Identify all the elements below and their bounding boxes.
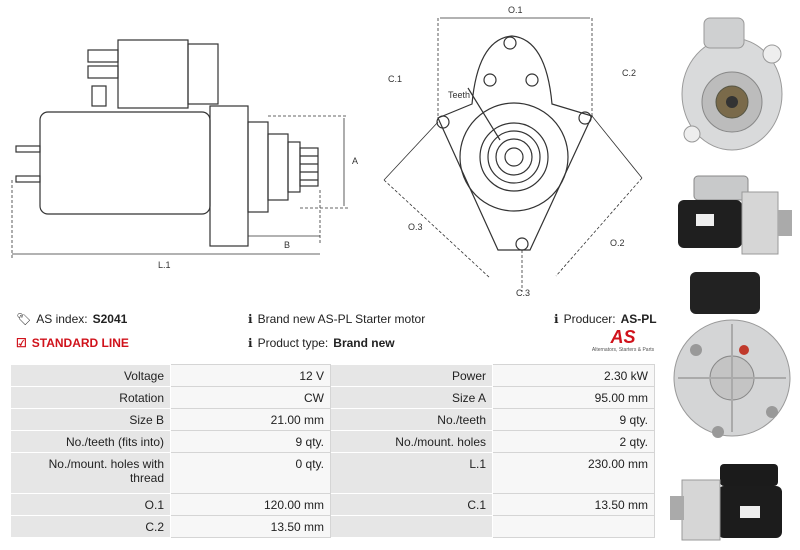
spec-value: 13.50 mm [170,515,331,538]
product-photo-front [668,4,796,168]
info-icon: ℹ︎ [248,336,253,350]
table-row: O.1 120.00 mm C.1 13.50 mm [10,493,655,516]
dim-c1-label: C.1 [388,74,402,84]
product-photo-side-2 [668,462,796,544]
as-pl-logo: AS Alternators, Starters & Parts [588,328,658,362]
producer-value: AS-PL [620,312,657,326]
logo-mark: AS [610,327,636,347]
spec-value: 95.00 mm [492,386,655,409]
product-type: ℹ︎ Product type: Brand new [248,336,395,350]
spec-value: 0 qty. [170,452,331,494]
spec-table: Voltage 12 V Power 2.30 kW Rotation CW S… [10,364,655,538]
dim-o1-label: O.1 [508,5,523,15]
spec-value: 13.50 mm [492,493,655,516]
spec-label: Size A [330,386,493,409]
dim-o3-label: O.3 [408,222,423,232]
spec-value: 9 qty. [170,430,331,453]
spec-value: CW [170,386,331,409]
logo-tagline: Alternators, Starters & Parts [591,347,655,353]
spec-label: Voltage [10,364,171,387]
dim-c2-label: C.2 [622,68,636,78]
table-row: C.2 13.50 mm [10,515,655,538]
spec-label: L.1 [330,452,493,494]
description-text: Brand new AS-PL Starter motor [257,312,426,326]
info-icon: ℹ︎ [554,312,559,326]
spec-value: 2.30 kW [492,364,655,387]
spec-value [492,515,655,538]
spec-label [330,515,493,538]
dim-o2-label: O.2 [610,238,625,248]
product-photo-rear [668,266,796,458]
spec-label: Rotation [10,386,171,409]
tag-icon: 🏷︎ [16,312,32,326]
dim-l1-label: L.1 [158,260,171,270]
table-row: Rotation CW Size A 95.00 mm [10,386,655,409]
product-photo-side [668,170,796,262]
table-row: Voltage 12 V Power 2.30 kW [10,364,655,387]
spec-value: 12 V [170,364,331,387]
as-index-value: S2041 [92,312,128,326]
info-icon: ℹ︎ [248,312,253,326]
product-type-value: Brand new [333,336,395,350]
spec-label: C.1 [330,493,493,516]
spec-value: 120.00 mm [170,493,331,516]
spec-label: No./mount. holes with thread [10,452,171,494]
standard-line-label: STANDARD LINE [31,336,129,350]
dim-b-label: B [284,240,290,250]
product-type-label: Product type: [257,336,329,350]
spec-value: 9 qty. [492,408,655,431]
spec-label: No./mount. holes [330,430,493,453]
spec-label: No./teeth [330,408,493,431]
dim-c3-label: C.3 [516,288,530,298]
check-square-icon: ☑ [16,336,27,350]
spec-label: Size B [10,408,171,431]
spec-label: No./teeth (fits into) [10,430,171,453]
producer: ℹ︎ Producer: AS-PL [554,312,657,326]
spec-value: 21.00 mm [170,408,331,431]
side-view-drawing: A B L.1 [11,39,358,270]
teeth-label: Teeth [448,90,470,100]
spec-label: C.2 [10,515,171,538]
table-row: Size B 21.00 mm No./teeth 9 qty. [10,408,655,431]
spec-label: O.1 [10,493,171,516]
standard-line-badge: ☑ STANDARD LINE [16,336,129,350]
spec-value: 2 qty. [492,430,655,453]
dim-a-label: A [352,156,358,166]
as-index-label: AS index: [36,312,88,326]
producer-label: Producer: [563,312,616,326]
table-row: No./mount. holes with thread 0 qty. L.1 … [10,452,655,494]
front-view-drawing: O.1 C.1 C.2 C.3 O.3 O.2 Teeth [383,5,643,298]
table-row: No./teeth (fits into) 9 qty. No./mount. … [10,430,655,453]
spec-label: Power [330,364,493,387]
spec-value: 230.00 mm [492,452,655,494]
as-index: 🏷︎ AS index: S2041 [16,312,127,326]
product-description: ℹ︎ Brand new AS-PL Starter motor [248,312,425,326]
